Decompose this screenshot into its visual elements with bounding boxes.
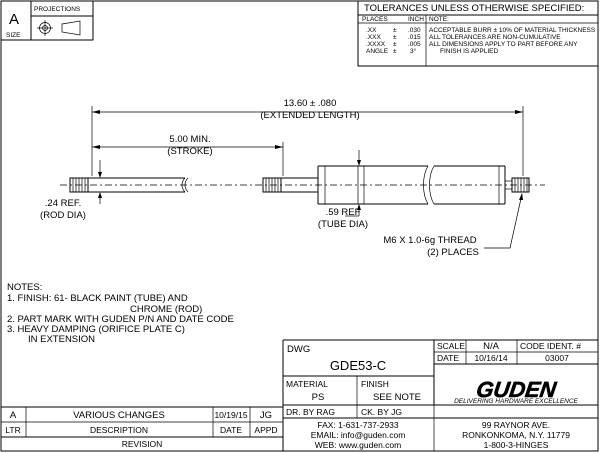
email-line: EMAIL: info@guden.com	[311, 430, 406, 440]
scale-value: N/A	[483, 341, 500, 352]
tol-note-line: FINISH IS APPLIED	[440, 48, 498, 55]
address-line-2: RONKONKOMA, N.Y. 11779	[462, 430, 570, 440]
date-value: 10/16/14	[474, 353, 507, 363]
tube-dia-dimension: .59 REF (TUBE DIA)	[318, 150, 368, 230]
guden-logo-wordmark: GUDEN	[475, 377, 559, 402]
left-thread-end	[69, 177, 89, 193]
guden-logo: GUDEN DELIVERING HARDWARE EXCELLENCE	[454, 377, 578, 405]
tol-row-inch: 3°	[410, 47, 417, 55]
rod-dia-label: (ROD DIA)	[40, 210, 86, 221]
extended-length-value: 13.60 ± .080	[284, 98, 337, 109]
drawn-by: DR. BY RAG	[286, 407, 335, 417]
size-letter: A	[9, 11, 19, 28]
extended-length-dimension: 13.60 ± .080 (EXTENDED LENGTH)	[91, 98, 524, 176]
code-ident-value: 03007	[545, 353, 569, 363]
cylinder-tube	[317, 165, 506, 205]
revision-head-date: DATE	[220, 425, 242, 435]
thread-value: M6 X 1.0-6g THREAD	[383, 235, 476, 246]
date-label: DATE	[437, 353, 459, 363]
tol-row-places: ANGLE	[366, 48, 389, 55]
tol-row-inch: .015	[408, 34, 421, 41]
piston-rod-exposed	[281, 177, 318, 193]
note-line: 3. HEAVY DAMPING (ORIFICE PLATE C)	[7, 324, 185, 335]
extended-length-label: (EXTENDED LENGTH)	[260, 110, 359, 121]
tol-note-line: ALL TOLERANCES ARE NON-CUMULATIVE	[429, 34, 561, 41]
revision-head-description: DESCRIPTION	[90, 425, 148, 435]
tol-row-inch: .005	[408, 41, 421, 48]
right-thread-end	[505, 177, 530, 193]
tol-row-pm: ±	[393, 41, 397, 48]
stroke-value: 5.00 MIN.	[169, 134, 210, 145]
gas-spring-drawing: 13.60 ± .080 (EXTENDED LENGTH) 5.00 MIN.…	[40, 98, 545, 258]
tol-row-pm: ±	[393, 34, 397, 41]
thread-callout: M6 X 1.0-6g THREAD (2) PLACES	[383, 193, 523, 258]
note-line: 1. FINISH: 61- BLACK PAINT (TUBE) AND	[7, 293, 188, 304]
tube-dia-value: .59 REF	[326, 207, 361, 218]
piston-rod	[88, 177, 189, 193]
tolerances-title: TOLERANCES UNLESS OTHERWISE SPECIFIED:	[364, 3, 584, 14]
projections-label: PROJECTIONS	[34, 6, 81, 13]
checked-by: CK. BY JG	[361, 407, 402, 417]
tol-row-pm: ±	[393, 27, 397, 34]
first-angle-projection-icon	[37, 20, 81, 36]
tolerances-col-places: PLACES	[362, 16, 388, 23]
note-line: IN EXTENSION	[28, 334, 95, 345]
web-line: WEB: www.guden.com	[315, 440, 401, 450]
note-line: CHROME (ROD)	[130, 304, 202, 315]
tol-row-pm: ±	[393, 48, 397, 55]
rod-dia-dimension: .24 REF. (ROD DIA)	[40, 160, 102, 221]
stroke-label: (STROKE)	[167, 146, 212, 157]
revision-block: A VARIOUS CHANGES 10/19/15 JG LTR DESCRI…	[1, 406, 283, 449]
tol-row-places: .XXX	[366, 34, 381, 41]
finish-value: SEE NOTE	[373, 392, 421, 403]
revision-head-ltr: LTR	[5, 425, 20, 435]
tol-row-places: .XX	[366, 27, 377, 34]
notes: NOTES: 1. FINISH: 61- BLACK PAINT (TUBE)…	[7, 282, 234, 345]
stroke-dimension: 5.00 MIN. (STROKE)	[92, 134, 284, 176]
revision-ltr: A	[10, 410, 17, 421]
scale-label: SCALE	[437, 341, 465, 351]
guden-tagline: DELIVERING HARDWARE EXCELLENCE	[454, 398, 578, 405]
thread-label: (2) PLACES	[427, 247, 479, 258]
size-block: A SIZE PROJECTIONS	[1, 1, 94, 41]
revision-description: VARIOUS CHANGES	[73, 410, 165, 421]
code-ident-label: CODE IDENT. #	[520, 341, 581, 351]
note-line: 2. PART MARK WITH GUDEN P/N AND DATE COD…	[7, 314, 234, 325]
dwg-label: DWG	[287, 344, 310, 355]
material-value: PS	[312, 392, 325, 403]
rod-dia-value: .24 REF.	[45, 198, 81, 209]
fax-line: FAX: 1-631-737-2933	[317, 420, 399, 430]
revision-approved: JG	[260, 410, 272, 421]
revision-head-appd: APPD	[254, 425, 277, 435]
tolerances-col-note: NOTE:	[429, 16, 449, 23]
tolerances-col-inch: INCH	[408, 16, 424, 23]
tube-dia-label: (TUBE DIA)	[318, 219, 368, 230]
revision-date: 10/19/15	[214, 410, 247, 420]
tol-note-line: ALL DIMENSIONS APPLY TO PART BEFORE ANY	[429, 41, 578, 48]
tol-note-line: ACCEPTABLE BURR ± 10% OF MATERIAL THICKN…	[429, 27, 596, 34]
address-line-1: 99 RAYNOR AVE.	[482, 420, 550, 430]
material-label: MATERIAL	[286, 379, 328, 389]
tol-row-places: .XXXX	[366, 41, 386, 48]
tol-row-inch: .030	[408, 27, 421, 34]
title-block: DWG GDE53-C SCALE N/A CODE IDENT. # DATE…	[282, 339, 598, 451]
middle-thread	[262, 177, 282, 193]
phone-line: 1-800-3-HINGES	[484, 440, 549, 450]
revision-footer: REVISION	[122, 439, 163, 449]
finish-label: FINISH	[361, 379, 389, 389]
size-label: SIZE	[6, 32, 21, 39]
notes-heading: NOTES:	[7, 282, 42, 293]
tolerances-block: TOLERANCES UNLESS OTHERWISE SPECIFIED: P…	[357, 1, 598, 67]
dwg-number: GDE53-C	[330, 358, 386, 373]
